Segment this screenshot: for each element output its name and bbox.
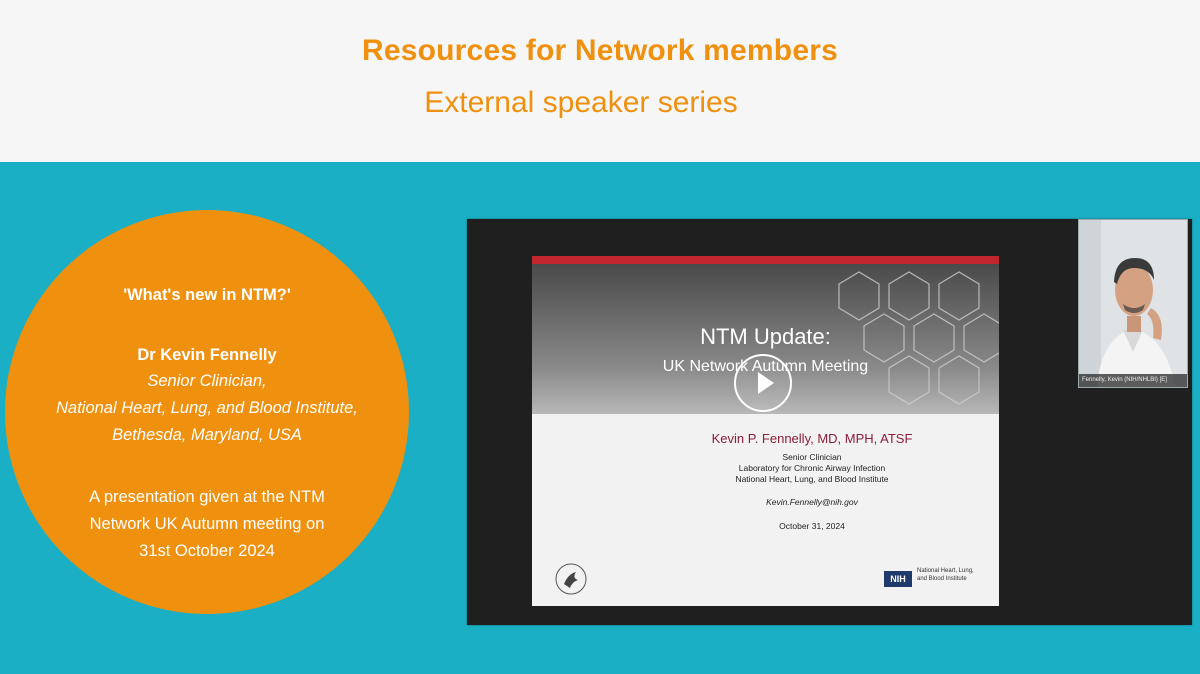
- slide-line-2: Laboratory for Chronic Airway Infection: [738, 463, 886, 473]
- nih-text-line-2: and Blood Institute: [917, 575, 967, 582]
- hexagon-pattern-icon: [838, 271, 999, 405]
- page-title: Resources for Network members: [362, 34, 838, 67]
- slide-line-3: National Heart, Lung, and Blood Institut…: [735, 474, 889, 484]
- speaker-webcam: Fennelly, Kevin (NIH/NHLBI) [E]: [1078, 219, 1188, 388]
- webcam-name-label: Fennelly, Kevin (NIH/NHLBI) [E]: [1079, 374, 1187, 387]
- slide-red-bar: [532, 256, 999, 264]
- presentation-note-line-1: A presentation given at the NTM: [89, 488, 325, 506]
- presentation-slide: NTM Update: UK Network Autumn Meeting Ke…: [532, 256, 999, 606]
- play-button[interactable]: [734, 354, 792, 412]
- slide-title: NTM Update:: [700, 324, 831, 349]
- page-subtitle: External speaker series: [0, 86, 1162, 120]
- speaker-role: Senior Clinician,: [147, 372, 267, 390]
- slide-date: October 31, 2024: [779, 521, 845, 531]
- page-header: Resources for Network members External s…: [0, 0, 1200, 162]
- presentation-note-line-2: Network UK Autumn meeting on: [89, 515, 325, 533]
- hhs-eagle-logo-icon: [555, 563, 587, 595]
- speaker-video-feed-icon: [1079, 220, 1187, 387]
- talk-info-circle: 'What's new in NTM?' Dr Kevin Fennelly S…: [5, 210, 409, 614]
- speaker-organisation: National Heart, Lung, and Blood Institut…: [56, 399, 358, 417]
- talk-title: 'What's new in NTM?': [123, 286, 291, 304]
- speaker-location: Bethesda, Maryland, USA: [112, 426, 302, 444]
- slide-line-1: Senior Clinician: [782, 452, 842, 462]
- nih-text-line-1: National Heart, Lung,: [917, 568, 974, 574]
- video-player[interactable]: NTM Update: UK Network Autumn Meeting Ke…: [467, 219, 1192, 625]
- slide-title-band: NTM Update: UK Network Autumn Meeting: [532, 264, 999, 414]
- nih-institute-text: National Heart, Lung, and Blood Institut…: [917, 568, 997, 583]
- presentation-note-line-3: 31st October 2024: [139, 542, 275, 560]
- slide-email: Kevin.Fennelly@nih.gov: [766, 497, 858, 507]
- nih-logo-badge: NIH: [884, 571, 912, 587]
- speaker-name: Dr Kevin Fennelly: [137, 346, 277, 364]
- slide-speaker: Kevin P. Fennelly, MD, MPH, ATSF: [711, 431, 913, 446]
- play-icon: [758, 372, 774, 394]
- page-subtitle-text: External speaker series: [424, 86, 738, 119]
